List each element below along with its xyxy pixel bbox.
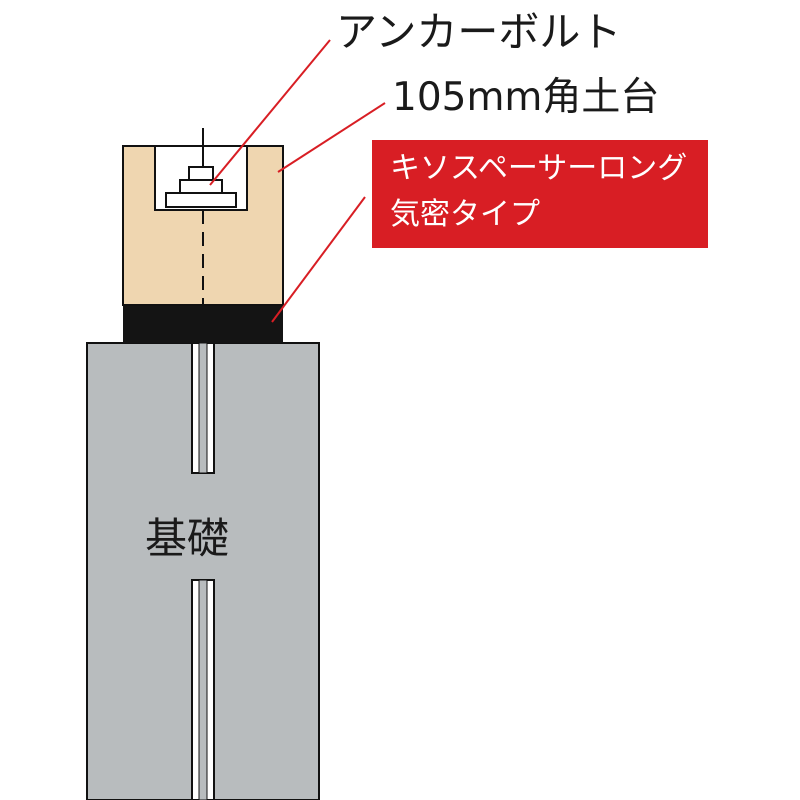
nut-lower [179, 179, 223, 194]
product-type-line: 気密タイプ [390, 197, 540, 232]
foundation-label: 基礎 [145, 514, 230, 563]
product-callout: キソスペーサーロング 気密タイプ [372, 140, 708, 248]
base-spacer [123, 305, 283, 343]
nut-upper [188, 166, 214, 181]
anchor-bolt-core-lower [198, 579, 208, 800]
anchor-bolt-core-upper [198, 342, 208, 474]
anchor-bolt-label: アンカーボルト [336, 8, 622, 56]
leader-line-sill [277, 102, 386, 173]
leader-line-spacer [271, 196, 366, 323]
product-name-line: キソスペーサーロング [390, 151, 688, 186]
washer-plate [165, 192, 237, 208]
leader-line-anchor-bolt [209, 39, 331, 186]
sill-label: 105mm角土台 [392, 75, 660, 120]
